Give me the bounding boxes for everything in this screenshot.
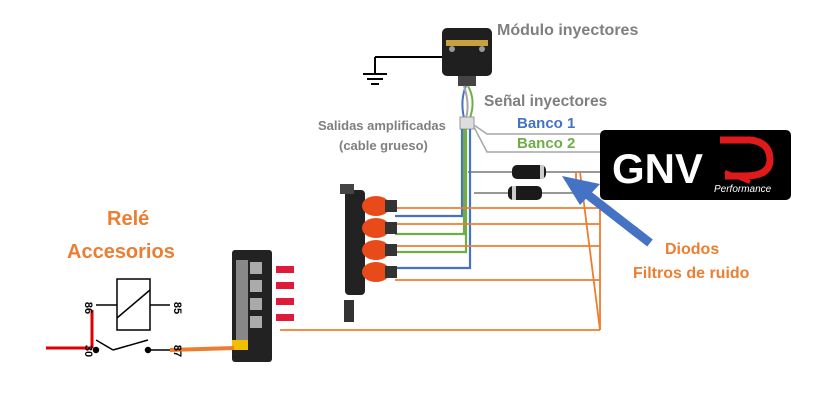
relay-coil-icon — [92, 278, 170, 354]
diodes-label: Diodos — [665, 241, 720, 258]
amplified-outputs — [395, 129, 472, 270]
module-label: Módulo inyectores — [497, 22, 639, 39]
relay-sub-label: Accesorios — [67, 241, 175, 263]
ground-icon — [363, 56, 442, 85]
relay-pin-85: 85 — [171, 301, 184, 315]
bank1-label: Banco 1 — [517, 115, 576, 132]
svg-text:Performance: Performance — [714, 184, 772, 195]
cable-connector — [459, 116, 475, 130]
diode-icon — [508, 186, 542, 200]
relay-pin-87: 87 — [171, 344, 184, 358]
signal-cables — [461, 85, 474, 119]
svg-text:GNV: GNV — [612, 145, 703, 192]
diodes-sub-label: Filtros de ruido — [633, 265, 750, 282]
signal-label: Señal inyectores — [484, 93, 608, 110]
arrow-icon — [562, 176, 653, 247]
module-box — [442, 28, 492, 86]
diode-icon — [512, 165, 546, 179]
outputs-label: Salidas amplificadas — [318, 118, 446, 133]
relay-label: Relé — [107, 208, 150, 230]
bank2-label: Banco 2 — [517, 135, 576, 152]
power-lines — [280, 171, 601, 331]
outputs-sub-label: (cable grueso) — [339, 138, 428, 153]
fuse-block-icon — [232, 250, 294, 362]
relay-pin-86: 86 — [82, 301, 95, 315]
relay-pin-30: 30 — [82, 344, 95, 358]
relay-wire-87 — [169, 346, 235, 352]
injector-icon — [340, 184, 397, 322]
logo: GNV Performance — [600, 130, 791, 200]
